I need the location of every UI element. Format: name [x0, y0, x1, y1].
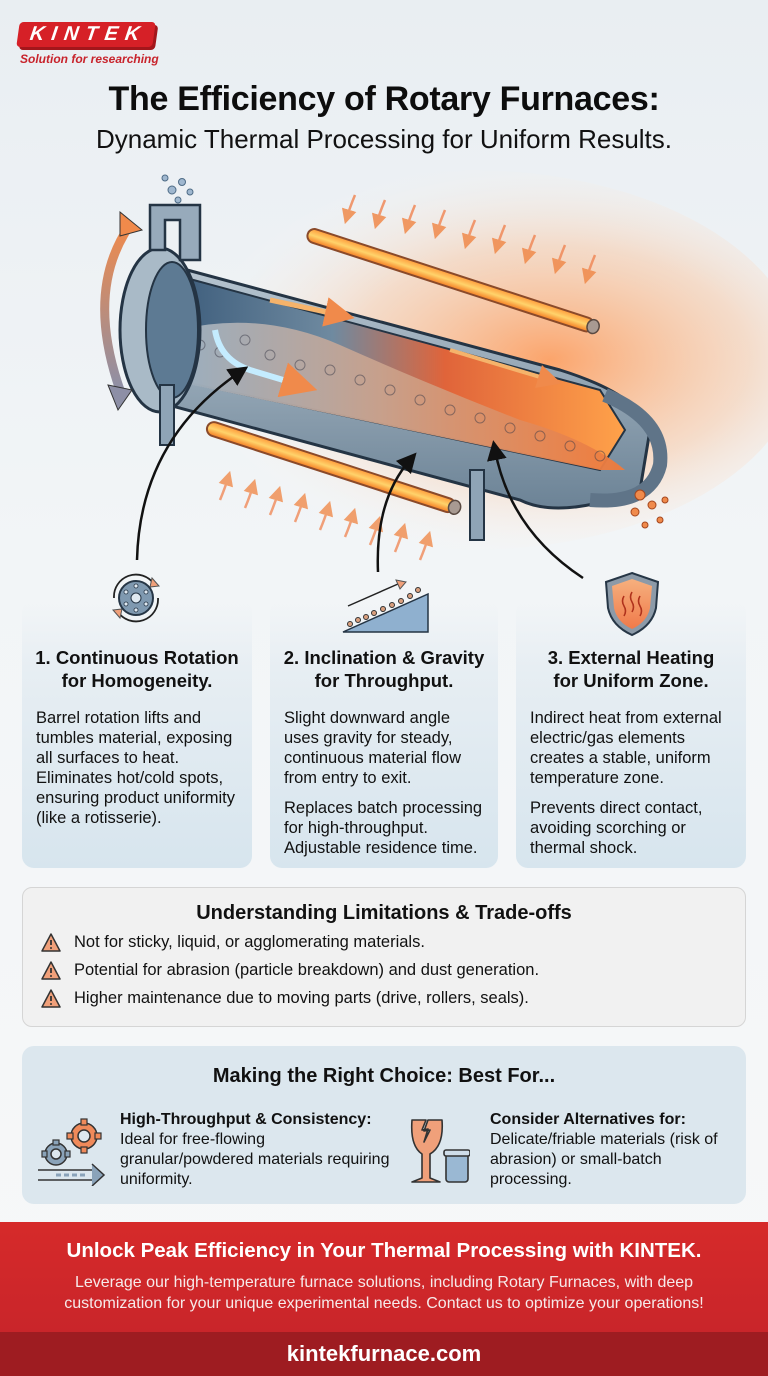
principle-description: Slight downward angle uses gravity for s… [284, 709, 483, 857]
principle-card-external-heating: 3. External Heating for Uniform Zone. In… [516, 571, 746, 868]
page-subtitle: Dynamic Thermal Processing for Uniform R… [95, 124, 673, 154]
principle-card-inclination: 2. Inclination & Gravity for Throughput.… [270, 579, 498, 868]
best-for-column: High-Throughput & Consistency: Ideal for… [120, 1111, 390, 1188]
logo-tagline: Solution for researching [20, 52, 159, 66]
warning-icon [41, 988, 61, 1008]
cta-body: Leverage our high-temperature furnace so… [64, 1274, 704, 1312]
page-title: The Efficiency of Rotary Furnaces: [108, 80, 660, 118]
kintek-logo[interactable]: KINTEK Solution for researching [16, 22, 178, 66]
broken-glass-jar-icon [410, 1119, 470, 1183]
choice-title: Making the Right Choice: Best For... [212, 1065, 556, 1087]
cta-title: Unlock Peak Efficiency in Your Thermal P… [66, 1239, 702, 1262]
cta-banner: Unlock Peak Efficiency in Your Thermal P… [0, 1222, 768, 1332]
limitations-title: Understanding Limitations & Trade-offs [196, 902, 572, 924]
rotating-drum-icon [111, 573, 161, 623]
gears-conveyor-icon [38, 1118, 106, 1186]
rotary-furnace-illustration [100, 170, 768, 580]
principle-title: 2. Inclination & Gravity for Throughput. [283, 647, 485, 691]
website-link[interactable]: kintekfurnace.com [0, 1332, 768, 1376]
incline-ramp-icon [342, 579, 429, 633]
principle-description: Indirect heat from external electric/gas… [530, 709, 722, 857]
limitation-item: Higher maintenance due to moving parts (… [41, 987, 745, 1009]
principle-description: Barrel rotation lifts and tumbles materi… [36, 709, 236, 827]
right-choice-panel: Making the Right Choice: Best For... Hig… [22, 1046, 746, 1204]
heat-shield-icon [604, 571, 660, 637]
logo-wordmark: KINTEK [16, 22, 157, 47]
alternatives-column: Consider Alternatives for: Delicate/fria… [490, 1111, 718, 1188]
warning-icon [41, 960, 61, 980]
principle-title: 1. Continuous Rotation for Homogeneity. [35, 647, 239, 691]
warning-icon [41, 932, 61, 952]
principle-title: 3. External Heating for Uniform Zone. [547, 647, 715, 691]
limitation-item: Potential for abrasion (particle breakdo… [41, 959, 745, 981]
limitation-item: Not for sticky, liquid, or agglomerating… [41, 931, 745, 953]
limitations-panel: Understanding Limitations & Trade-offs N… [22, 887, 746, 1027]
principle-card-rotation: 1. Continuous Rotation for Homogeneity. … [22, 573, 252, 868]
